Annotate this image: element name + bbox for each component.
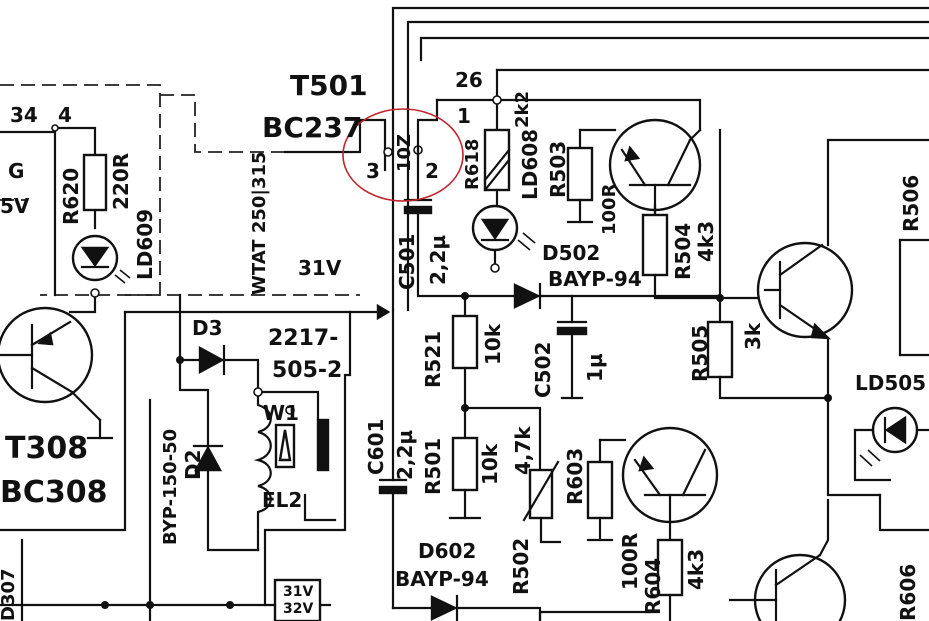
label-ld608: LD608 (518, 129, 542, 200)
label-r505-value: 3k (741, 322, 765, 350)
label-pin34: 34 (10, 103, 38, 127)
label-pin26: 26 (455, 68, 483, 92)
relay-coil (253, 387, 337, 552)
label-r502: R502 (509, 538, 533, 595)
label-pin-10z: 10Z (394, 134, 415, 172)
t601-transistor (621, 426, 719, 542)
label-r503-value: 100R (599, 183, 620, 235)
t501-transistor (608, 118, 702, 217)
label-pin2: 2 (425, 159, 439, 183)
relay-module-outline (263, 310, 352, 621)
t503-transistor (728, 498, 847, 621)
label-r604: R604 (641, 558, 665, 615)
label-c501-value: 2,2µ (426, 235, 450, 285)
t308-transistor (0, 306, 114, 440)
label-r521-value: 10k (481, 323, 505, 365)
label-el2: EL2 (262, 488, 302, 512)
label-r603-value: 100R (618, 533, 642, 590)
label-ld505: LD505 (855, 371, 926, 395)
c601-capacitor (378, 308, 432, 610)
label-t501: T501 (290, 69, 368, 102)
right-side-wires (824, 138, 929, 532)
r503-resistor (566, 128, 617, 224)
label-5v: 5V (0, 194, 30, 218)
label-c502-value: 1µ (583, 353, 607, 382)
label-r618: R618 (462, 139, 483, 190)
label-31v-b: 31V (283, 584, 313, 600)
left-top-wires (0, 124, 100, 314)
label-r505: R505 (688, 325, 712, 382)
label-bc237: BC237 (262, 111, 362, 144)
label-r504-value: 4k3 (694, 221, 718, 262)
label-d602: D602 (418, 539, 476, 563)
ld609-led (71, 234, 131, 284)
label-c501: C501 (395, 234, 419, 290)
d2-diode (178, 358, 260, 552)
left-lower-frame (0, 293, 391, 532)
label-r606: R606 (896, 564, 920, 621)
label-r501: R501 (421, 438, 445, 495)
r505-resistor (706, 128, 830, 400)
r604-resistor (656, 538, 684, 621)
label-pin4: 4 (58, 103, 72, 127)
d602-diode (430, 594, 542, 621)
label-r620-value: 220R (109, 153, 133, 210)
highlight-ring (342, 108, 464, 202)
label-c502: C502 (531, 342, 555, 398)
label-ld609: LD609 (133, 209, 157, 280)
ld505-led (853, 406, 929, 467)
label-d502: D502 (542, 241, 600, 265)
r603-resistor (586, 438, 627, 542)
label-relay-1: 2217- (268, 326, 338, 351)
label-d307: D307 (0, 568, 19, 621)
r620-resistor (82, 153, 108, 212)
r521-r501-ladder (448, 294, 542, 520)
bottom-left-wires (0, 398, 267, 621)
label-bc308: BC308 (0, 475, 108, 510)
label-bayp94-a: BAYP-94 (548, 267, 642, 291)
label-r503: R503 (546, 141, 570, 198)
label-r521: R521 (421, 331, 445, 388)
label-d2: D2 (181, 449, 205, 480)
label-pin3: 3 (366, 159, 380, 183)
label-r502-value: 4,7k (511, 426, 535, 475)
r618-ld608-branch (471, 95, 536, 273)
t502-transistor (756, 241, 854, 340)
r502-thermistor (522, 460, 562, 544)
bottom-wire (538, 610, 652, 621)
d3-diode (176, 310, 260, 394)
label-byp: BYP-150-50 (160, 429, 181, 545)
label-g: G (8, 159, 24, 183)
label-relay-2: 505-2 (272, 358, 342, 383)
label-c601-value: 2,2µ (393, 430, 417, 480)
label-r506: R506 (899, 175, 923, 232)
label-w1: W1 (263, 401, 299, 425)
label-c601: C601 (364, 419, 388, 475)
label-31v: 31V (298, 256, 342, 280)
component-labels: T501 BC237 26 1 3 2 34 4 G 5V 31V 2217- … (0, 68, 926, 621)
label-32v-b: 32V (283, 601, 313, 617)
label-t308: T308 (5, 431, 88, 466)
label-r504: R504 (671, 223, 695, 280)
label-r618-value: 2k2 (512, 91, 533, 128)
label-d3: D3 (192, 316, 223, 340)
r504-resistor (641, 203, 722, 300)
label-wtat: WTAT 250|315 (249, 151, 270, 295)
label-r603: R603 (563, 448, 587, 505)
label-bayp94-b: BAYP-94 (395, 567, 489, 591)
label-r501-value: 10k (478, 443, 502, 485)
t501-connector (283, 98, 439, 202)
label-r620: R620 (59, 168, 83, 225)
label-pin1: 1 (457, 104, 471, 128)
c502-capacitor (556, 294, 588, 400)
label-r604-value: 4k3 (684, 549, 708, 590)
